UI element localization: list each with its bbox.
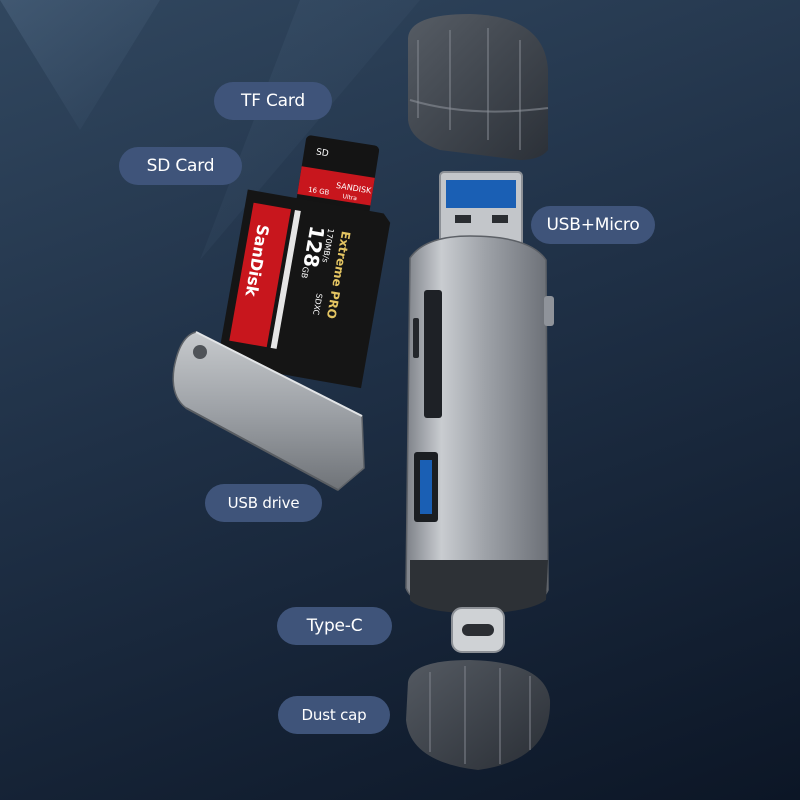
sd-card-image: SanDisk 128 GB Extreme PRO 170MB/s SDXC (217, 189, 391, 389)
top-dust-cap (408, 14, 549, 160)
label-sd-card: SD Card (119, 147, 242, 185)
usb-drive-image (172, 331, 365, 491)
label-dust-cap: Dust cap (278, 696, 390, 734)
label-usb-micro: USB+Micro (531, 206, 655, 244)
tf-card-line: Ultra (342, 193, 358, 202)
label-type-c: Type-C (277, 607, 392, 645)
sd-card-class: SDXC (311, 293, 324, 316)
sd-slot (424, 290, 442, 418)
tf-slot (413, 318, 419, 358)
card-reader-body (405, 171, 554, 653)
bottom-dust-cap (406, 660, 551, 770)
tf-card-capacity: 16 GB (308, 186, 331, 197)
lanyard-hole (193, 345, 207, 359)
sd-card-unit: GB (299, 266, 310, 279)
label-usb-drive: USB drive (205, 484, 322, 522)
usb-a-blue-tongue (446, 180, 516, 208)
label-tf-card: TF Card (214, 82, 332, 120)
background-light-ray (0, 0, 160, 130)
tf-card-type: SD (315, 147, 329, 159)
